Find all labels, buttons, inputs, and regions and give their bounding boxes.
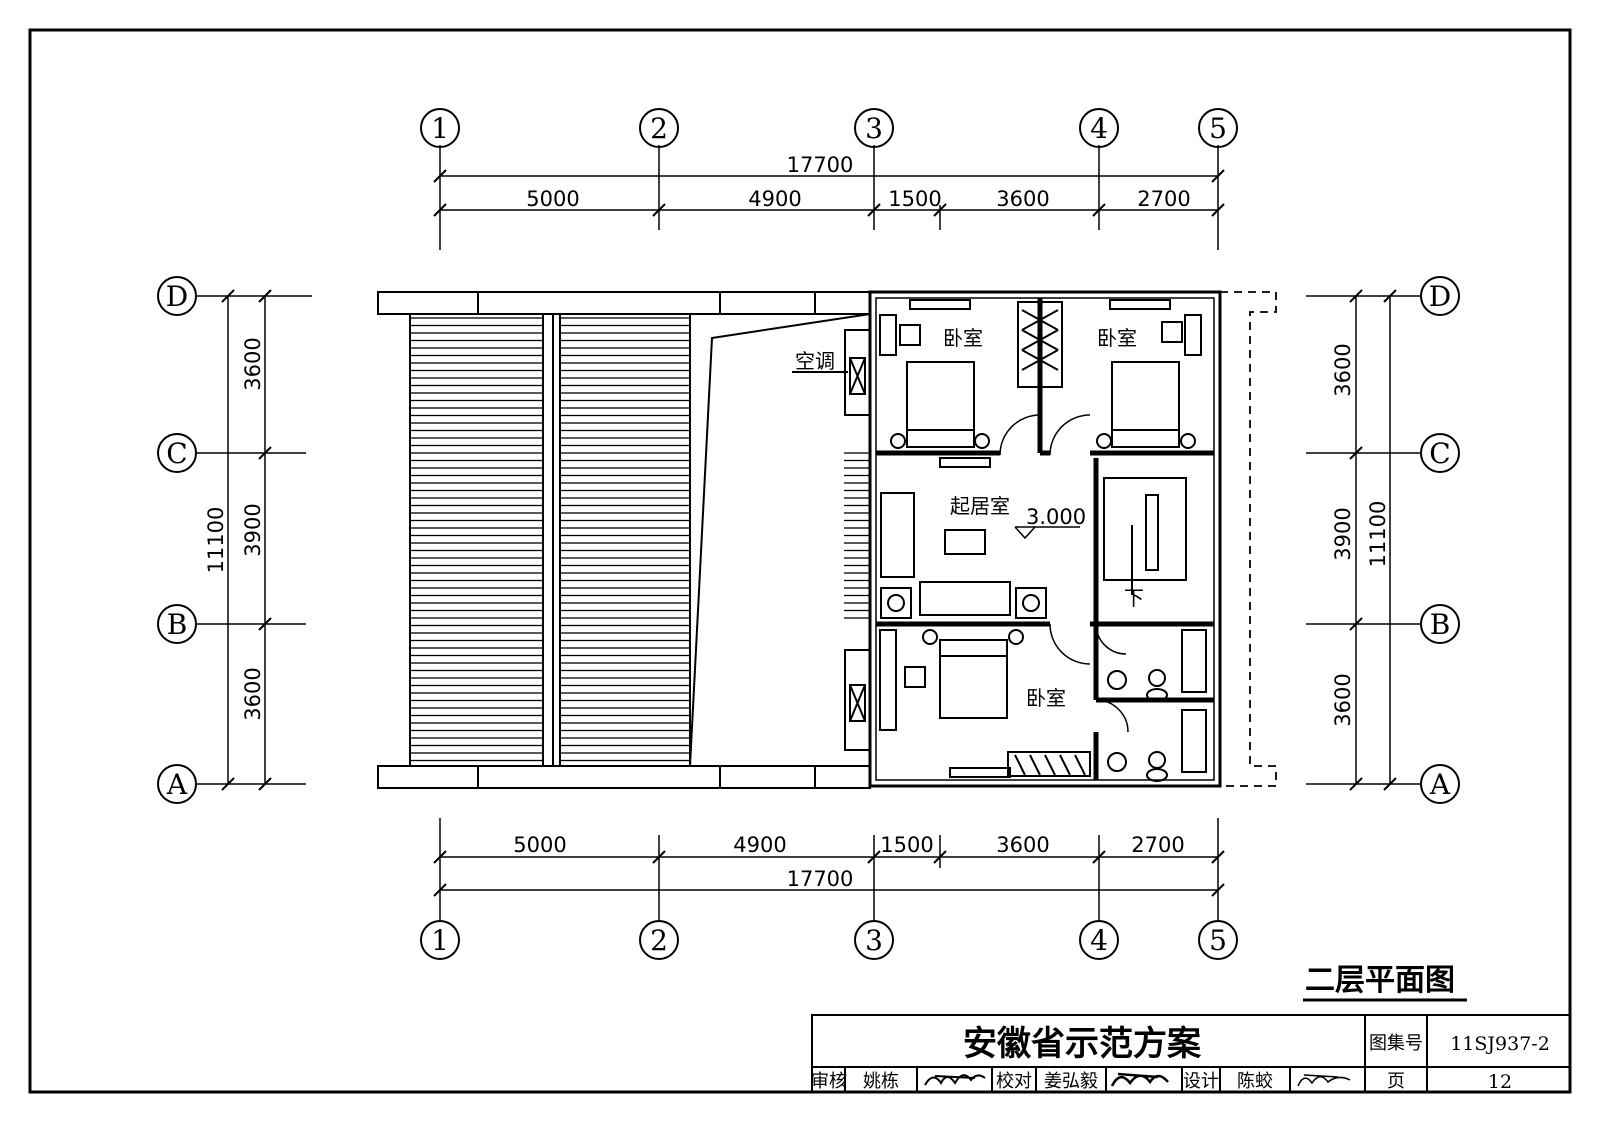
dim-top-seg-4: 3600 [996, 187, 1049, 211]
label-ac: 空调 [795, 349, 835, 373]
dim-right-seg-1: 3600 [1331, 343, 1355, 396]
signature-designer [1297, 1074, 1351, 1087]
axis-right-C: C [1429, 437, 1450, 470]
label-bedroom-3: 卧室 [1026, 686, 1066, 710]
dim-right-total: 11100 [1366, 501, 1390, 568]
dim-left-total: 11100 [204, 507, 228, 574]
title-block-page-label: 页 [1387, 1071, 1405, 1092]
axis-bottom-2: 2 [650, 924, 668, 957]
label-living: 起居室 [950, 494, 1010, 518]
dim-top-seg-5: 2700 [1137, 187, 1190, 211]
dim-top-seg-3: 1500 [888, 187, 941, 211]
dim-right-seg-3: 3600 [1331, 673, 1355, 726]
dim-bottom-total: 17700 [787, 867, 854, 891]
axis-top-3: 3 [865, 112, 883, 145]
roof-tiles-left [410, 314, 543, 766]
elevation-mark [1014, 526, 1080, 540]
title-block-review-label: 审核 [811, 1071, 847, 1092]
title-block-atlas-number: 11SJ937-2 [1450, 1033, 1550, 1055]
title-block [811, 1014, 1571, 1093]
roof-tiles-right [560, 314, 690, 766]
label-bedroom-2: 卧室 [1097, 326, 1137, 350]
dim-left-seg-2: 3900 [241, 503, 265, 556]
title-block-check-label: 校对 [996, 1071, 1032, 1092]
label-elevation: 3.000 [1026, 505, 1086, 529]
dim-top-seg-1: 5000 [526, 187, 579, 211]
dim-bottom-seg-5: 2700 [1131, 833, 1184, 857]
title-block-designer: 陈蛟 [1237, 1071, 1273, 1092]
axis-top-2: 2 [650, 112, 668, 145]
title-block-design-label: 设计 [1183, 1071, 1219, 1092]
axis-bottom-1: 1 [431, 924, 449, 957]
signature-reviewer [924, 1074, 986, 1086]
axis-left-C: C [166, 437, 187, 470]
drawing-frame [28, 28, 1572, 1094]
dim-left-seg-1: 3600 [241, 337, 265, 390]
label-stair-down: 下 [1124, 586, 1144, 610]
axis-top-4: 4 [1090, 112, 1108, 145]
dim-bottom-seg-4: 3600 [996, 833, 1049, 857]
drawing-title: 二层平面图 [1305, 963, 1455, 998]
axis-right-D: D [1429, 280, 1451, 313]
balcony-strip [844, 448, 870, 624]
axis-left-A: A [166, 768, 188, 801]
dimension-ticks [221, 169, 1397, 897]
dim-bottom-seg-1: 5000 [513, 833, 566, 857]
axis-extension-lines [196, 145, 1420, 920]
label-bedroom-1: 卧室 [943, 326, 983, 350]
title-block-project: 安徽省示范方案 [963, 1024, 1202, 1064]
dim-left-seg-3: 3600 [241, 667, 265, 720]
dimension-lines [227, 175, 1391, 891]
dim-top-total: 17700 [787, 153, 854, 177]
dim-bottom-seg-3: 1500 [880, 833, 933, 857]
bedroom-furniture [879, 299, 1207, 782]
axis-bottom-5: 5 [1209, 924, 1227, 957]
axis-bottom-3: 3 [865, 924, 883, 957]
title-block-reviewer: 姚栋 [863, 1071, 899, 1092]
walls [868, 290, 1277, 788]
axis-top-1: 1 [431, 112, 449, 145]
ac-units [792, 329, 871, 751]
signature-checker [1110, 1072, 1169, 1087]
axis-right-A: A [1429, 768, 1451, 801]
axis-right-B: B [1430, 608, 1451, 641]
dim-top-seg-2: 4900 [748, 187, 801, 211]
title-block-atlas-label: 图集号 [1369, 1033, 1423, 1054]
title-block-page-number: 12 [1488, 1071, 1512, 1093]
dim-bottom-seg-2: 4900 [733, 833, 786, 857]
title-block-checker: 姜弘毅 [1044, 1071, 1098, 1092]
axis-bottom-4: 4 [1090, 924, 1108, 957]
axis-bubbles [157, 108, 1460, 960]
axis-left-D: D [166, 280, 188, 313]
axis-left-B: B [167, 608, 188, 641]
dim-right-seg-2: 3900 [1331, 507, 1355, 560]
axis-top-5: 5 [1209, 112, 1227, 145]
